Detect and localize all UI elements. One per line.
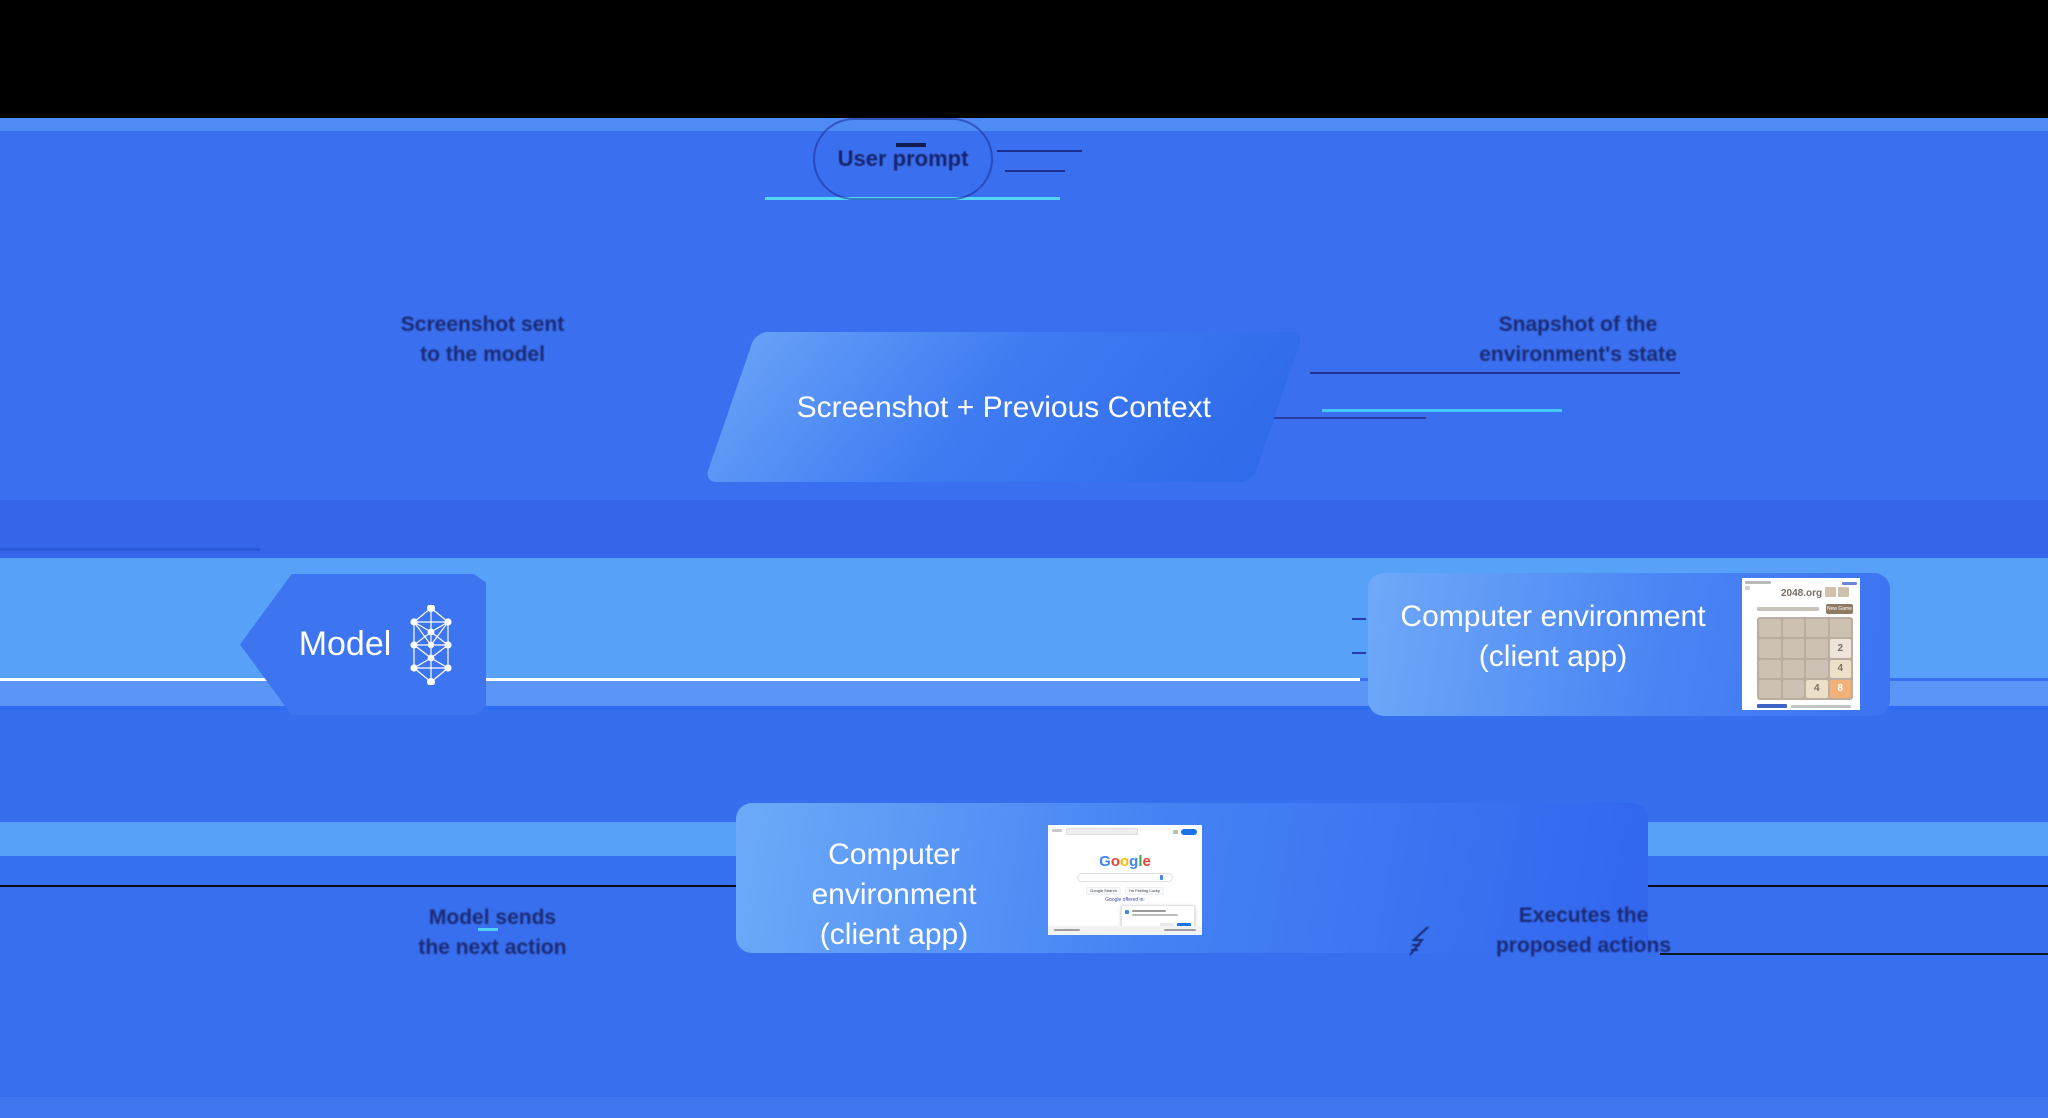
- environment-box-right: Computer environment (client app) 2048.o…: [1368, 573, 1890, 716]
- tile: [1759, 639, 1781, 658]
- background-band: [0, 0, 2048, 118]
- address-bar: [1066, 828, 1138, 835]
- mic-icon: [1160, 875, 1163, 880]
- footer-text-bar: [1791, 705, 1851, 708]
- arrow-label-line: Snapshot of the: [1498, 313, 1658, 336]
- user-prompt-label: User prompt: [837, 146, 969, 171]
- tile: [1782, 619, 1804, 638]
- tile-8: 8: [1829, 679, 1851, 698]
- motion-streak: [1196, 417, 1426, 419]
- arrow-label-top-right: Snapshot of the environment's state: [1468, 310, 1688, 370]
- search-input: [1077, 873, 1173, 882]
- arrow-label-line: proposed actions: [1495, 934, 1672, 957]
- arrow-label-line: the next action: [418, 936, 567, 959]
- arrow-label-line: Screenshot sent: [400, 313, 565, 336]
- motion-streak: [1310, 372, 1680, 374]
- background-band: [0, 1097, 2048, 1118]
- google-search-button: Google Search: [1086, 887, 1121, 895]
- background-band: [0, 118, 2048, 131]
- tile-2: 2: [1829, 639, 1851, 658]
- context-label: Screenshot + Previous Context: [796, 390, 1212, 424]
- google-logo-letter: o: [1110, 853, 1120, 870]
- dialog-text-bar: [1132, 910, 1166, 912]
- footer-link-bar: [1054, 929, 1080, 931]
- tile: [1782, 679, 1804, 698]
- google-logo-letter: o: [1119, 853, 1130, 870]
- dialog-secondary-button: [1160, 923, 1174, 928]
- best-box: [1838, 587, 1849, 597]
- neural-network-icon: [407, 604, 455, 685]
- google-logo: Google: [1048, 853, 1202, 870]
- top-right-link: [1842, 582, 1857, 585]
- browser-tab-bar: [1745, 581, 1771, 584]
- google-logo-letter: G: [1099, 853, 1111, 870]
- motion-streak: [1005, 170, 1065, 172]
- window-controls: [1052, 829, 1062, 832]
- user-prompt-node: User prompt: [813, 118, 993, 200]
- google-logo-letter: g: [1129, 853, 1139, 870]
- arrow-label-line: Executes the: [1518, 904, 1649, 927]
- screenshot-google-thumbnail: Google Google Search I'm Feeling Lucky G…: [1048, 825, 1202, 935]
- dialog-text-bar: [1132, 914, 1178, 916]
- environment-title: Computer environment: [811, 838, 977, 911]
- tile-4: 4: [1806, 679, 1828, 698]
- lightning-scribble-icon: [1408, 925, 1434, 957]
- motion-streak: [997, 150, 1082, 152]
- arrow-label-line: Model sends: [428, 906, 557, 929]
- tile: [1806, 659, 1828, 678]
- motion-streak: [896, 143, 926, 147]
- tile: [1759, 679, 1781, 698]
- arrow-label-bottom-right: Executes the proposed actions: [1486, 901, 1681, 961]
- tile: [1759, 619, 1781, 638]
- environment-subtitle: (client app): [1478, 640, 1628, 673]
- environment-title: Computer environment: [1400, 600, 1706, 633]
- model-label: Model: [298, 625, 392, 663]
- motion-streak: [0, 548, 260, 551]
- tile: [1782, 639, 1804, 658]
- dialog-icon: [1125, 910, 1129, 914]
- feeling-lucky-button: I'm Feeling Lucky: [1124, 887, 1164, 895]
- background-band: [0, 678, 1360, 681]
- new-game-button: New Game: [1826, 604, 1853, 614]
- tile: [1806, 619, 1828, 638]
- motion-streak: [1352, 618, 1366, 620]
- google-logo-letter: e: [1142, 853, 1151, 870]
- motion-streak: [1322, 409, 1562, 412]
- sign-in-button: [1181, 829, 1197, 835]
- google-logo-letter: l: [1138, 853, 1143, 870]
- environment-subtitle: (client app): [819, 918, 969, 951]
- motion-streak: [478, 928, 498, 931]
- site-title-2048: 2048.org: [1781, 588, 1823, 599]
- footer-bar: [1048, 926, 1202, 935]
- tile: [1782, 659, 1804, 678]
- how-to-play-link: [1757, 704, 1787, 708]
- apps-grid-icon: [1173, 830, 1178, 834]
- footer-link-bar: [1164, 929, 1196, 931]
- motion-streak: [1352, 652, 1366, 654]
- score-box: [1825, 587, 1836, 597]
- background-band: [0, 500, 2048, 558]
- offered-in-line: Google offered in:: [1105, 897, 1145, 903]
- arrow-label-line: to the model: [420, 343, 545, 366]
- tile: [1806, 639, 1828, 658]
- browser-tab-icon: [1745, 586, 1750, 590]
- environment-box-bottom: Computer environment (client app) Google…: [736, 803, 1648, 953]
- arrow-label-bottom-left: Model sends the next action: [395, 903, 590, 963]
- background-band: [0, 706, 2048, 710]
- tile: [1829, 619, 1851, 638]
- subtitle-text-bar: [1757, 607, 1819, 611]
- arrow-label-line: environment's state: [1479, 343, 1677, 366]
- dialog-accept-button: [1177, 923, 1191, 928]
- context-parallelogram: Screenshot + Previous Context: [704, 332, 1304, 482]
- model-node: Model: [240, 574, 486, 715]
- tile-4: 4: [1829, 659, 1851, 678]
- arrow-label-top-left: Screenshot sent to the model: [390, 310, 575, 370]
- motion-streak: [1660, 953, 2048, 955]
- tile: [1759, 659, 1781, 678]
